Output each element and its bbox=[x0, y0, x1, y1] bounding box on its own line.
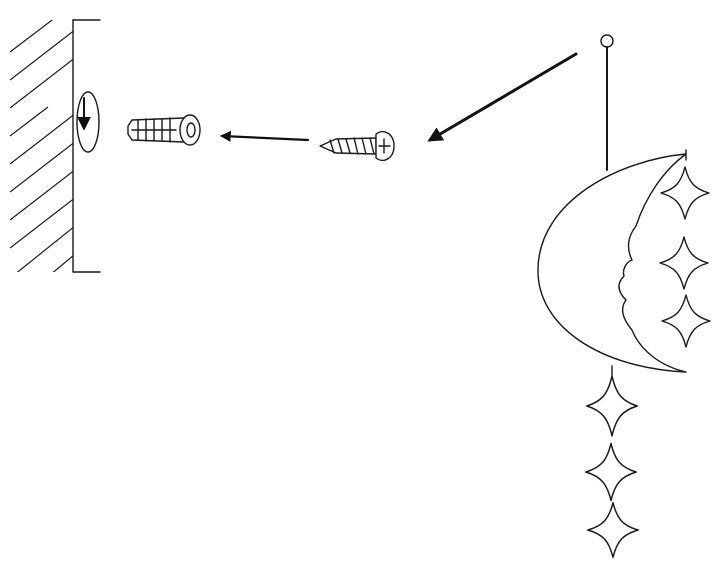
moon-star-1 bbox=[660, 166, 710, 220]
moon-star-2 bbox=[659, 236, 709, 290]
tail-star-strand bbox=[585, 375, 639, 559]
insert-screw-arrow bbox=[219, 130, 310, 142]
hole-outline bbox=[76, 91, 100, 153]
anchor-opening bbox=[186, 122, 196, 138]
wall-hatching bbox=[10, 20, 73, 272]
tail-star-3 bbox=[587, 501, 639, 559]
hang-chime-arrow bbox=[427, 52, 578, 142]
wall-hole bbox=[76, 91, 100, 153]
moon-star-strand bbox=[659, 166, 711, 348]
crescent-moon bbox=[537, 153, 687, 373]
screw bbox=[319, 130, 395, 162]
hanging-loop bbox=[600, 34, 614, 48]
wall bbox=[10, 19, 101, 273]
tail-star-1 bbox=[585, 375, 639, 437]
moon-star-3 bbox=[661, 294, 711, 348]
wall-anchor bbox=[127, 114, 201, 146]
tail-star-2 bbox=[585, 442, 637, 502]
anchor-collar bbox=[179, 114, 201, 146]
wind-chime bbox=[537, 34, 711, 559]
